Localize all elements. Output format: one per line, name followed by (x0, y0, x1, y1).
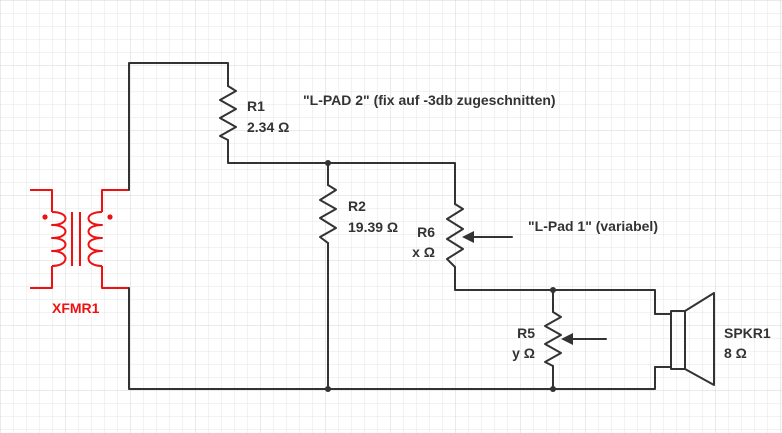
annotation-lpad1: "L-Pad 1" (variabel) (528, 218, 658, 234)
wire-top-left (128, 62, 229, 191)
r6-value: x Ω (412, 244, 435, 260)
speaker-spkr1-leads (654, 313, 672, 368)
transformer-polarity-dot-secondary (107, 214, 113, 220)
resistor-r1-zigzag (219, 85, 237, 141)
potentiometer-r5[interactable] (544, 311, 607, 367)
r2-value: 19.39 Ω (348, 219, 398, 235)
junction-dot (325, 160, 331, 166)
transformer-primary-bottom-lead (30, 266, 53, 289)
transformer-primary-coil (51, 211, 67, 267)
r6-label: R6 (417, 224, 435, 240)
r5-label: R5 (517, 325, 535, 341)
speaker-value: 8 Ω (724, 345, 747, 361)
speaker-spkr1[interactable] (654, 292, 715, 386)
transformer-secondary-top-lead (101, 189, 129, 212)
transformer-polarity-dot-primary (42, 214, 48, 220)
transformer-xfmr1[interactable] (30, 189, 129, 289)
resistor-r1[interactable] (219, 85, 237, 141)
junction-dot (550, 386, 556, 392)
speaker-label: SPKR1 (724, 325, 771, 341)
wire-r1-to-node (227, 139, 456, 205)
junction-dot (550, 287, 556, 293)
r2-label: R2 (348, 198, 366, 214)
transformer-secondary-bottom-lead (101, 266, 129, 289)
r1-value: 2.34 Ω (247, 119, 289, 135)
potentiometer-r5-zigzag (544, 311, 562, 367)
resistor-r2[interactable] (319, 184, 337, 244)
potentiometer-r6-zigzag (446, 203, 464, 268)
r1-label: R1 (247, 98, 265, 114)
transformer-secondary-coil (87, 211, 103, 267)
speaker-spkr1-cone (684, 292, 715, 386)
annotation-lpad2: "L-PAD 2" (fix auf -3db zugeschnitten) (303, 92, 556, 108)
potentiometer-r6-wiper-arrow (462, 231, 474, 243)
transformer-primary-top-lead (30, 189, 53, 212)
r5-value: y Ω (512, 345, 535, 361)
potentiometer-r6[interactable] (446, 203, 513, 268)
potentiometer-r5-wiper-arrow (561, 333, 573, 345)
wire-ground-bus (128, 287, 656, 390)
resistor-r2-zigzag (319, 184, 337, 244)
junction-dot (325, 386, 331, 392)
transformer-label: XFMR1 (52, 300, 100, 316)
